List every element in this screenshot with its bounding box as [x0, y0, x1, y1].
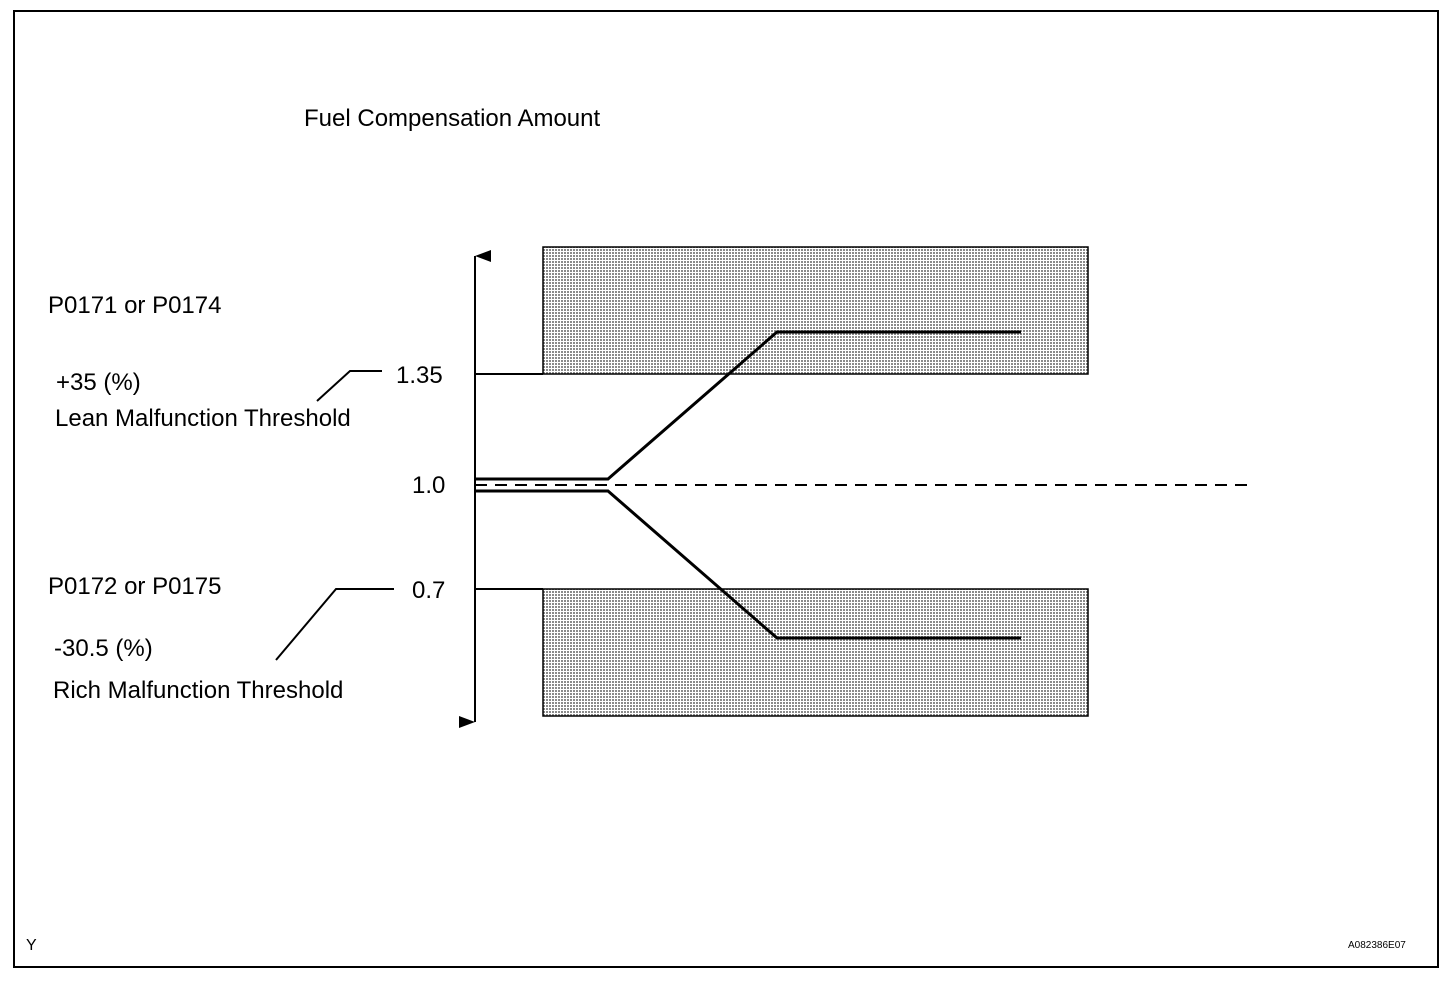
- figure-code: A082386E07: [1348, 940, 1406, 951]
- figure-frame: [13, 10, 1439, 968]
- baseline-value: 1.0: [412, 472, 445, 499]
- lean-percent: +35 (%): [56, 369, 141, 396]
- lean-threshold-label: Lean Malfunction Threshold: [55, 405, 351, 432]
- rich-dtc-codes: P0172 or P0175: [48, 573, 221, 600]
- rich-malfunction-zone: [542, 588, 1089, 717]
- rich-threshold-value: 0.7: [412, 577, 445, 604]
- lean-dtc-codes: P0171 or P0174: [48, 292, 221, 319]
- rich-compensation-curve: [475, 489, 1021, 640]
- rich-leader-line: [275, 588, 394, 661]
- rich-threshold-label: Rich Malfunction Threshold: [53, 677, 343, 704]
- lean-compensation-curve: [475, 330, 1021, 481]
- lean-leader-line: [316, 370, 382, 402]
- lean-malfunction-zone: [542, 246, 1089, 375]
- chart-title: Fuel Compensation Amount: [304, 105, 601, 132]
- corner-mark: Y: [26, 937, 37, 954]
- rich-percent: -30.5 (%): [54, 635, 153, 662]
- lean-threshold-value: 1.35: [396, 362, 443, 389]
